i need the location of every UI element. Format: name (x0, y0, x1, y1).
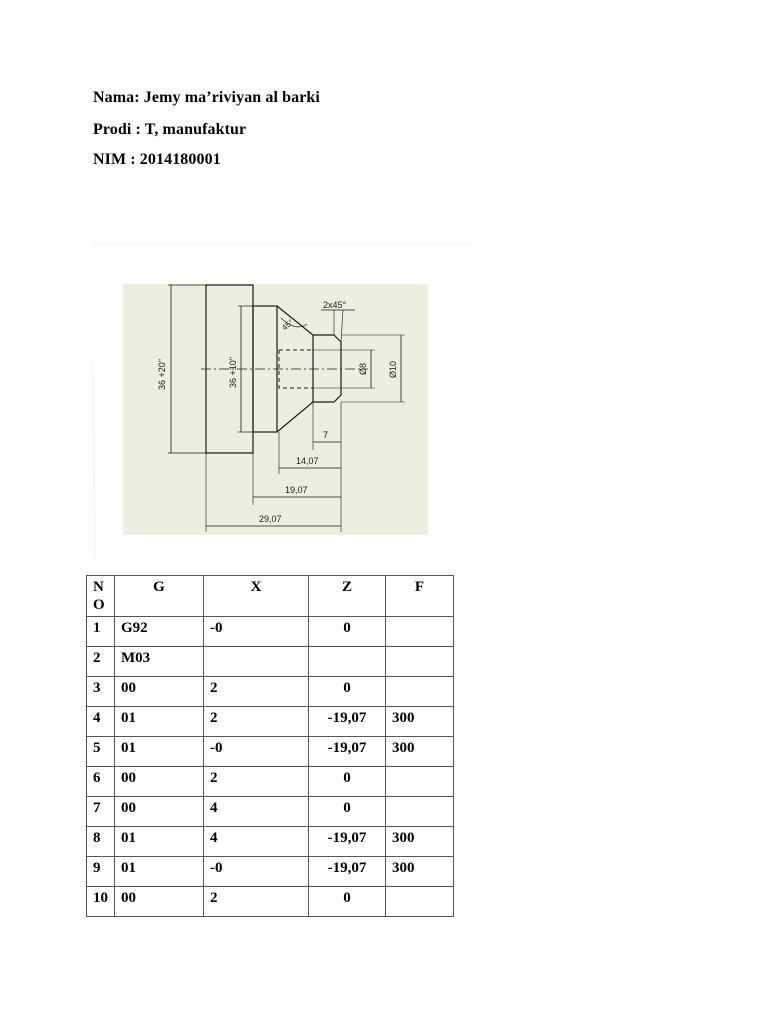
cell-x: 2 (203, 676, 309, 707)
header-g: G (114, 575, 204, 617)
cell-g: M03 (114, 646, 204, 677)
cell-g: 01 (114, 736, 204, 767)
cell-g: G92 (114, 616, 204, 647)
cell-g: 01 (114, 826, 204, 857)
label-len-14: 14,07 (296, 456, 319, 466)
cell-z: 0 (308, 766, 386, 797)
cell-no: 9 (86, 856, 115, 887)
student-program: Prodi : T, manufaktur (93, 121, 247, 138)
cell-z: 0 (308, 616, 386, 647)
cell-x: 2 (203, 886, 309, 917)
label-len-7: 7 (323, 430, 328, 440)
cell-f (385, 646, 454, 677)
table-header-row: N O G X Z F (86, 575, 454, 617)
label-chamfer: 2x45° (323, 300, 347, 310)
cell-no: 8 (86, 826, 115, 857)
scan-line (93, 359, 96, 561)
cell-f: 300 (385, 736, 454, 767)
technical-drawing: 2x45° 45° 36 +20" 36 +10" Ø8 Ø10 7 14,07… (93, 210, 473, 570)
cell-f (385, 886, 454, 917)
cell-f: 300 (385, 706, 454, 737)
header-x: X (203, 575, 309, 617)
angle-arc (280, 317, 308, 328)
cell-f (385, 616, 454, 647)
cell-x: 2 (203, 766, 309, 797)
label-len-19: 19,07 (285, 485, 308, 495)
cell-no: 5 (86, 736, 115, 767)
cell-no: 10 (86, 886, 115, 917)
cell-z: -19,07 (308, 856, 386, 887)
cell-no: 1 (86, 616, 115, 647)
cell-f (385, 766, 454, 797)
cell-no: 7 (86, 796, 115, 827)
drawing-background (123, 284, 428, 535)
cell-z: 0 (308, 676, 386, 707)
cell-g: 01 (114, 856, 204, 887)
cell-g: 00 (114, 766, 204, 797)
cell-x: 4 (203, 796, 309, 827)
cell-f: 300 (385, 856, 454, 887)
cell-g: 00 (114, 676, 204, 707)
cell-no: 4 (86, 706, 115, 737)
cell-g: 00 (114, 886, 204, 917)
cell-f: 300 (385, 826, 454, 857)
header-f: F (385, 575, 454, 617)
cell-no: 6 (86, 766, 115, 797)
cell-x: 2 (203, 706, 309, 737)
header-no: N O (86, 575, 115, 617)
cell-x: -0 (203, 856, 309, 887)
label-dia-big: 36 +20" (157, 359, 167, 390)
cell-z (308, 646, 386, 677)
cell-z: -19,07 (308, 736, 386, 767)
cell-z: 0 (308, 886, 386, 917)
cell-no: 2 (86, 646, 115, 677)
cell-x: -0 (203, 736, 309, 767)
student-id: NIM : 2014180001 (93, 151, 221, 168)
part-drawing-svg: 2x45° 45° 36 +20" 36 +10" Ø8 Ø10 7 14,07… (93, 243, 473, 561)
label-len-29: 29,07 (259, 514, 282, 524)
cell-x: 4 (203, 826, 309, 857)
cell-x (203, 646, 309, 677)
header-z: Z (308, 575, 386, 617)
cell-g: 00 (114, 796, 204, 827)
cell-z: -19,07 (308, 706, 386, 737)
student-name: Nama: Jemy ma’riviyan al barki (93, 89, 320, 106)
label-d10: Ø10 (388, 361, 398, 378)
cell-z: -19,07 (308, 826, 386, 857)
cell-no: 3 (86, 676, 115, 707)
cell-g: 01 (114, 706, 204, 737)
cell-f (385, 676, 454, 707)
label-d8: Ø8 (358, 363, 368, 375)
cell-x: -0 (203, 616, 309, 647)
part-nose (313, 334, 342, 403)
cell-f (385, 796, 454, 827)
cell-z: 0 (308, 796, 386, 827)
label-dia-inner: 36 +10" (228, 357, 238, 388)
